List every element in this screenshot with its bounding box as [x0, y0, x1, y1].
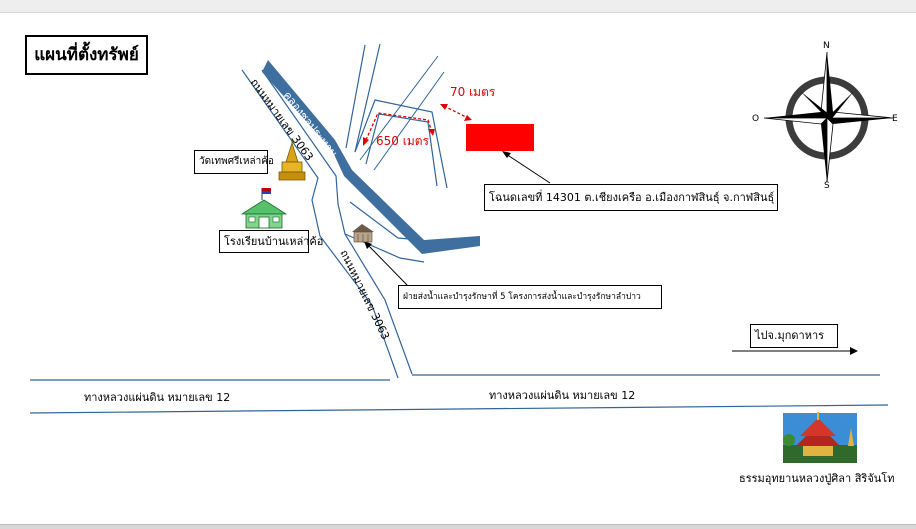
school-icon — [240, 188, 288, 229]
side-road-east-edge — [354, 43, 381, 153]
bottom-bar — [0, 524, 916, 529]
side-road-west-edge — [345, 44, 366, 149]
temple-label: วัดเทพศรีเหล่าค้อ — [194, 150, 274, 174]
distance-650m-arrow-a — [363, 137, 369, 146]
highway-12-bottom-line — [29, 404, 889, 414]
highway-12-label-right: ทางหลวงแผ่นดิน หมายเลข 12 — [489, 389, 636, 402]
compass-rose-icon — [763, 51, 894, 183]
road-3063-west-edge — [241, 69, 399, 379]
property-marker — [466, 124, 534, 151]
distance-70m-line — [443, 105, 469, 119]
distance-70m-label: 70 เมตร — [450, 85, 496, 99]
map-title: แผนที่ตั้งทรัพย์ — [25, 35, 148, 75]
compass-south-label: S — [824, 181, 830, 191]
distance-650m-arrow-b — [428, 129, 435, 136]
irrigation-canal — [262, 60, 480, 254]
distance-70m-arrow-a — [440, 104, 448, 110]
loop-road-inner — [365, 113, 438, 187]
direction-arrow-head — [850, 347, 858, 355]
office-building-icon — [352, 224, 374, 243]
irrigation-office-label: ฝ่ายส่งน้ำและบำรุงรักษาที่ 5 โครงการส่งน… — [398, 285, 662, 309]
irrigation-pointer-head — [364, 241, 372, 249]
deed-pointer-line — [505, 153, 551, 184]
compass-east-label: E — [892, 114, 898, 124]
distance-650m-line — [365, 112, 433, 141]
irrigation-pointer-line — [367, 244, 409, 287]
road-3063-east-edge — [261, 69, 413, 375]
land-deed-label: โฉนดเลขที่ 14301 ต.เชียงเครือ อ.เมืองกาฬ… — [484, 184, 778, 211]
highway-12-label-left: ทางหลวงแผ่นดิน หมายเลข 12 — [84, 391, 231, 404]
top-bar — [0, 0, 916, 13]
compass-west-label: O — [752, 114, 759, 124]
distance-70m-arrow-b — [464, 115, 472, 121]
distance-650m-label: 650 เมตร — [376, 134, 429, 148]
park-photo — [783, 412, 857, 463]
deed-pointer-head — [502, 151, 511, 158]
school-label: โรงเรียนบ้านเหล่าค้อ — [219, 230, 323, 253]
direction-label: ไปจ.มุกดาหาร — [750, 324, 838, 348]
temple-icon — [278, 138, 306, 181]
compass-north-label: N — [823, 41, 830, 51]
east-road — [359, 55, 445, 171]
park-label: ธรรมอุทยานหลวงปู่ศิลา สิริจันโท — [739, 472, 895, 485]
loop-road-outer — [354, 99, 448, 189]
